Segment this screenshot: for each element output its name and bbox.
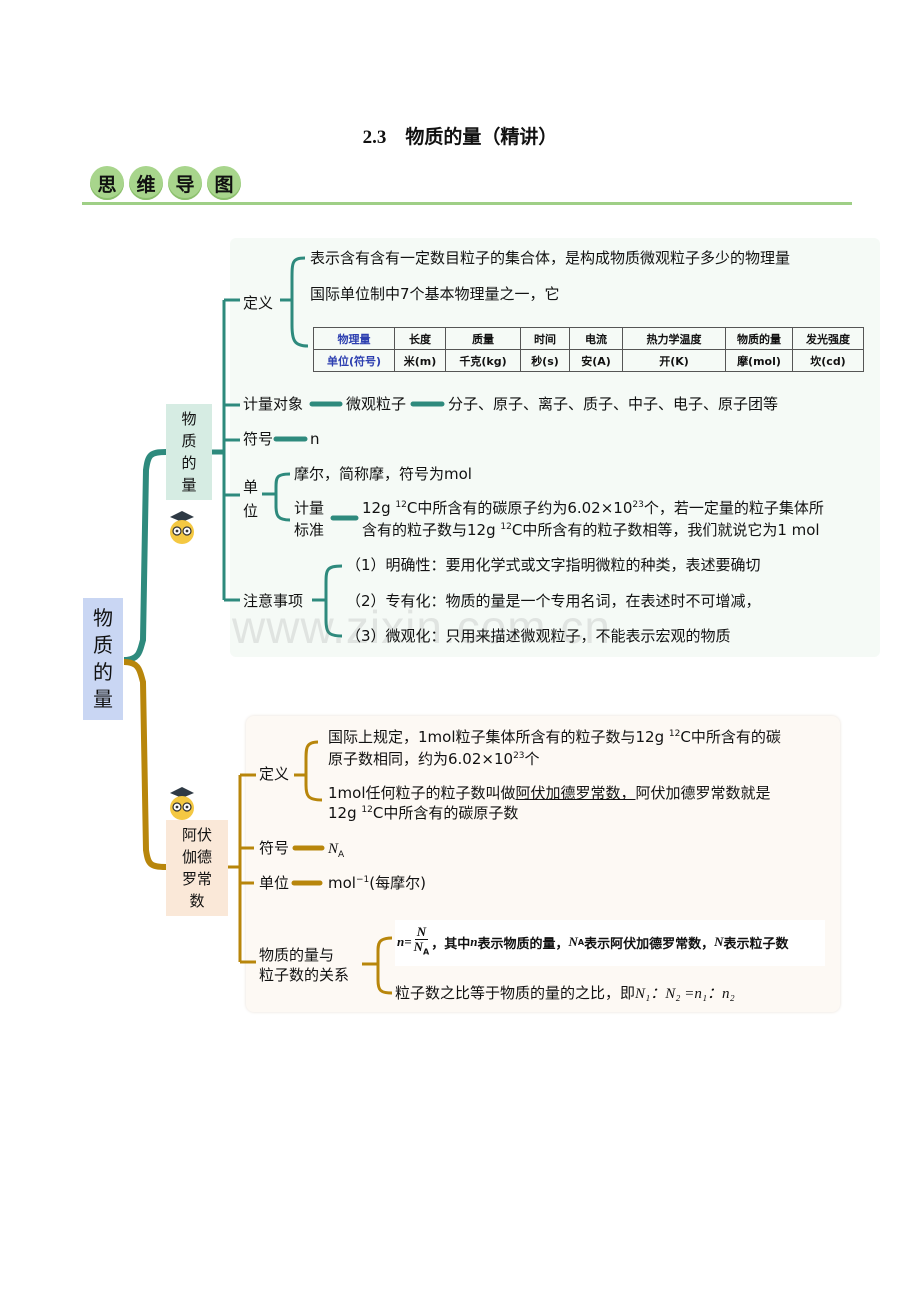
object-list: 分子、原子、离子、质子、中子、电子、原子团等	[448, 395, 779, 413]
avogadro-def-line3: 1mol任何粒子的粒子数叫做阿伏加德罗常数，阿伏加德罗常数就是	[328, 784, 771, 802]
avogadro-def-line1: 国际上规定，1mol粒子集体所含有的粒子数与12g 12C中所含有的碳	[328, 728, 781, 746]
table-cell: 秒(s)	[520, 349, 570, 372]
note-item: （3）微观化：只用来描述微观粒子，不能表示宏观的物质	[346, 627, 731, 645]
object-label: 计量对象	[243, 395, 304, 413]
table-cell: 单位(符号)	[313, 349, 395, 372]
badge-char: 思	[90, 166, 124, 200]
avogadro-unit-value: mol−1(每摩尔)	[328, 874, 426, 892]
definition-line2: 国际单位制中7个基本物理量之一，它	[310, 285, 560, 303]
table-cell: 电流	[569, 327, 623, 350]
mind-map-badge-row: 思 维 导 图	[90, 166, 241, 204]
table-cell: 米(m)	[394, 349, 446, 372]
definition-label: 定义	[243, 294, 274, 312]
avogadro-symbol-label: 符号	[259, 839, 290, 857]
table-cell: 质量	[445, 327, 521, 350]
table-cell: 长度	[394, 327, 446, 350]
branch2-node: 阿伏伽德罗常数	[166, 820, 228, 916]
table-cell: 热力学温度	[622, 327, 726, 350]
note-item: （1）明确性：要用化学式或文字指明微粒的种类，表述要确切	[346, 556, 761, 574]
badge-char: 维	[129, 166, 163, 200]
unit-line1: 摩尔，简称摩，符号为mol	[294, 465, 472, 483]
branch2-node-label: 阿伏伽德罗常数	[181, 826, 212, 910]
page-title: 2.3 物质的量（精讲）	[362, 127, 558, 148]
object-mid: 微观粒子	[346, 395, 407, 413]
main-node-label: 物质的量	[93, 606, 113, 711]
definition-line1: 表示含有含有一定数目粒子的集合体，是构成物质微观粒子多少的物理量	[310, 249, 791, 267]
watermark: www.zixin.com.cn	[232, 601, 611, 653]
table-row: 物理量 长度 质量 时间 电流 热力学温度 物质的量 发光强度	[313, 327, 864, 350]
table-cell: 坎(cd)	[792, 349, 864, 372]
table-cell: 安(A)	[569, 349, 623, 372]
relation-ratio: 粒子数之比等于物质的量的之比，即N₁：N₂ =n₁：n₂	[395, 984, 735, 1002]
standard-label-1: 计量	[294, 499, 325, 517]
relation-label-1: 物质的量与	[259, 946, 335, 964]
notes-label: 注意事项	[243, 592, 304, 610]
badge-char: 导	[168, 166, 202, 200]
avogadro-def-line4: 12g 12C中所含有的碳原子数	[328, 804, 519, 822]
relation-formula-box	[395, 920, 825, 966]
standard-line1: 12g 12C中所含有的碳原子约为6.02×1023个，若一定量的粒子集体所	[362, 499, 824, 517]
relation-label-2: 粒子数的关系	[259, 966, 350, 984]
graduate-face-icon	[170, 787, 194, 820]
header-divider	[82, 202, 852, 205]
avogadro-unit-label: 单位	[259, 874, 290, 892]
si-units-table: 物理量 长度 质量 时间 电流 热力学温度 物质的量 发光强度 单位(符号) 米…	[313, 327, 864, 372]
branch1-node-label: 物质的量	[181, 410, 197, 494]
avogadro-symbol-value: NA	[328, 841, 345, 860]
table-cell: 时间	[520, 327, 570, 350]
table-cell: 物质的量	[725, 327, 793, 350]
badge-char: 图	[207, 166, 241, 200]
standard-line2: 含有的粒子数与12g 12C中所含有的粒子数相等，我们就说它为1 mol	[362, 521, 820, 539]
table-cell: 物理量	[313, 327, 395, 350]
table-row: 单位(符号) 米(m) 千克(kg) 秒(s) 安(A) 开(K) 摩(mol)…	[313, 349, 864, 372]
symbol-label: 符号	[243, 430, 274, 448]
note-item: （2）专有化：物质的量是一个专用名词，在表述时不可增减，	[346, 592, 761, 610]
branch1-node: 物质的量	[166, 404, 212, 500]
unit-label: 单位	[243, 478, 259, 520]
table-cell: 千克(kg)	[445, 349, 521, 372]
avogadro-def-line2: 原子数相同，约为6.02×1023个	[328, 750, 540, 768]
symbol-value: n	[310, 430, 320, 448]
table-cell: 发光强度	[792, 327, 864, 350]
table-cell: 开(K)	[622, 349, 726, 372]
graduate-face-icon	[170, 511, 194, 544]
main-node: 物质的量	[83, 598, 123, 720]
table-cell: 摩(mol)	[725, 349, 793, 372]
avogadro-definition-label: 定义	[259, 765, 290, 783]
branch1-panel	[230, 238, 880, 657]
standard-label-2: 标准	[294, 521, 325, 539]
